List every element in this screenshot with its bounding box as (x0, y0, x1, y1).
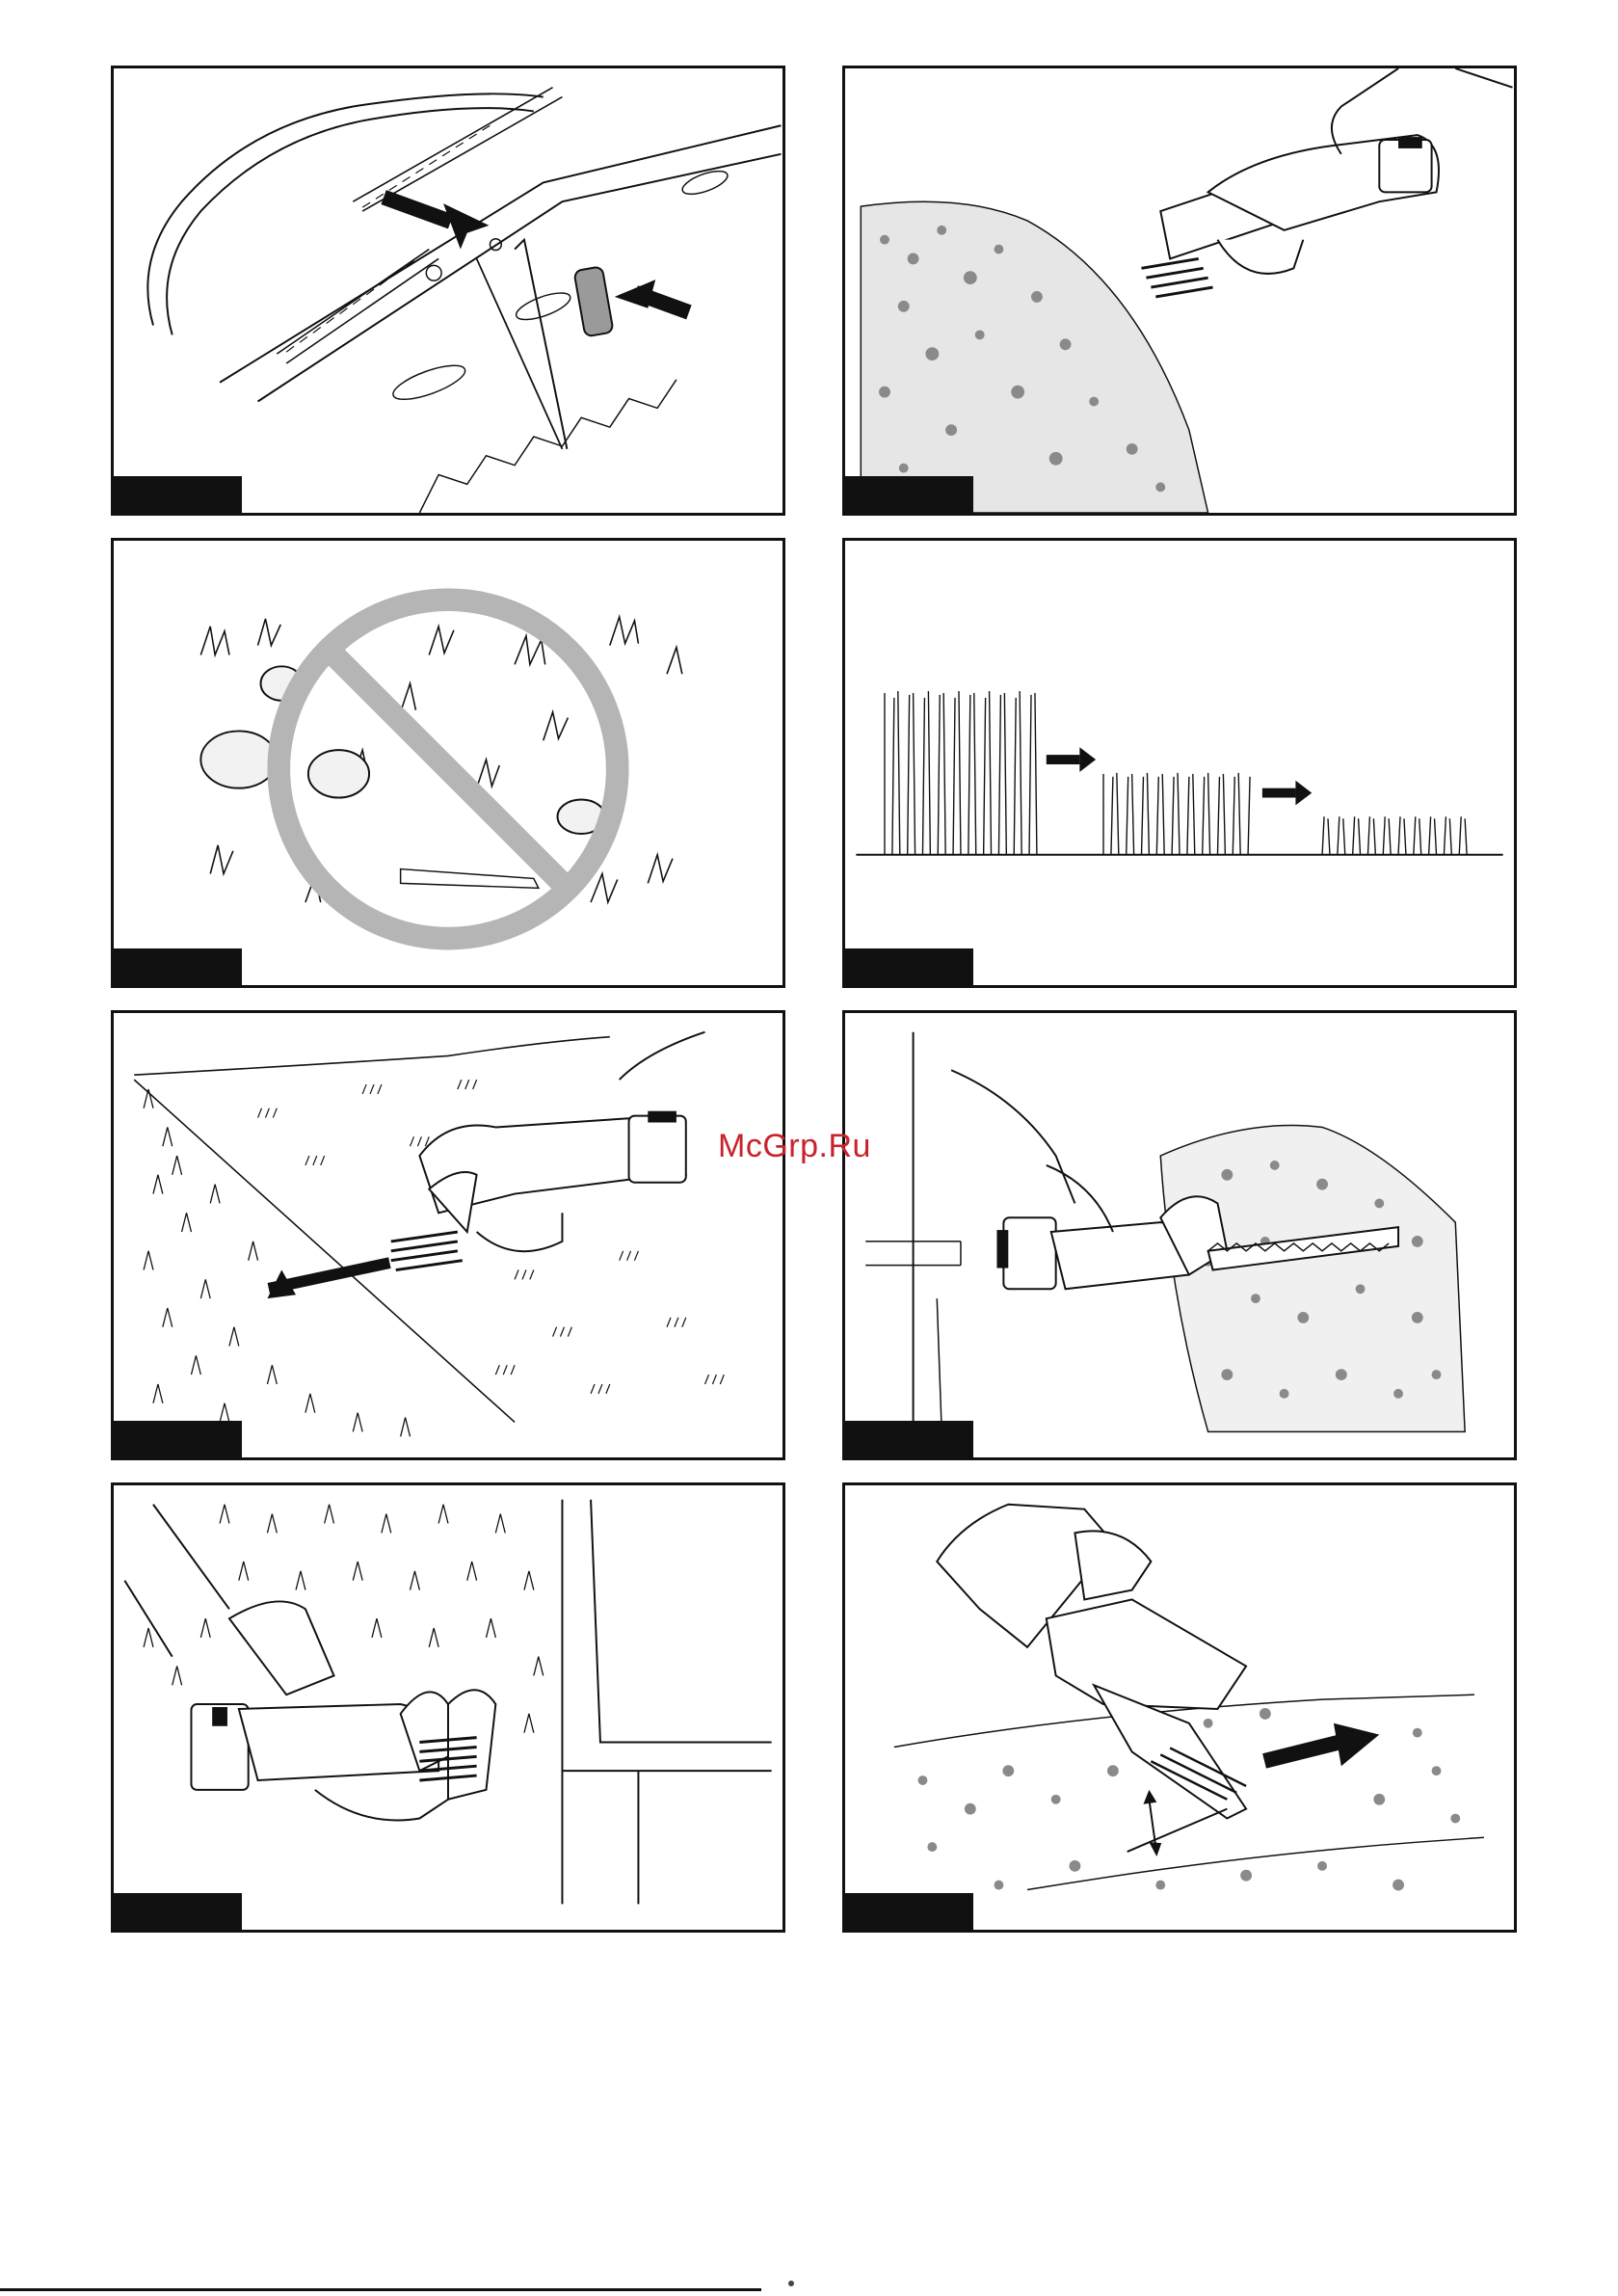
arrow-left-icon (615, 280, 692, 319)
arrow-left-icon (267, 1257, 390, 1298)
figure-panel-2 (842, 66, 1517, 516)
figure-number-tab (845, 948, 973, 985)
hedge-trimming-illustration (845, 1013, 1514, 1457)
figure-panel-6 (842, 1010, 1517, 1460)
arrow-right-icon (381, 190, 489, 249)
medium-grass (1103, 773, 1250, 855)
figure-number-tab (845, 476, 973, 513)
tall-grass (885, 691, 1037, 855)
wall-corner (562, 1500, 771, 1905)
footer-rule (0, 2288, 761, 2291)
footer-mark (788, 2281, 794, 2286)
figure-panel-5 (111, 1010, 785, 1460)
blade-cover-illustration (114, 68, 782, 513)
figure-number-tab (114, 1421, 242, 1457)
watermark-text: McGrp.Ru (718, 1128, 871, 1165)
figure-panel-1 (111, 66, 785, 516)
double-arrow-icon (1143, 1790, 1161, 1856)
figure-number-tab (114, 476, 242, 513)
figure-panel-7 (111, 1482, 785, 1933)
figure-number-tab (114, 1893, 242, 1930)
arrow-right-icon (1262, 1723, 1379, 1769)
angle-line (1127, 1809, 1228, 1852)
wall-edge-illustration (114, 1485, 782, 1930)
figure-number-tab (845, 1421, 973, 1457)
blade-teeth (1142, 258, 1213, 296)
figure-number-tab (114, 948, 242, 985)
cutting-angle-illustration (845, 1485, 1514, 1930)
rocks (200, 666, 605, 834)
arrow-right-icon (1047, 747, 1096, 772)
figure-number-tab (845, 1893, 973, 1930)
arrow-right-icon (1262, 781, 1312, 806)
bush-shearing-illustration (845, 68, 1514, 513)
figure-panel-8 (842, 1482, 1517, 1933)
staged-cutting-illustration (845, 541, 1514, 985)
figure-panel-4 (842, 538, 1517, 988)
prohibited-debris-illustration (114, 541, 782, 985)
figure-panel-3 (111, 538, 785, 988)
short-grass (1322, 816, 1467, 854)
blade-teeth (391, 1232, 463, 1269)
lawn-edge-illustration (114, 1013, 782, 1457)
